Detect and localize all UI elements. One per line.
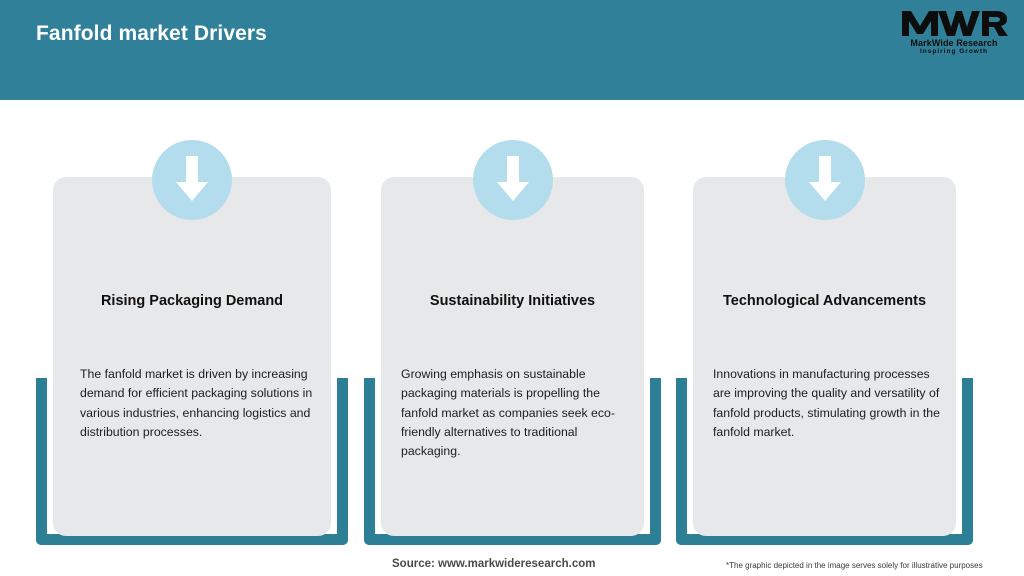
card-frame-bottom [36, 534, 348, 545]
driver-card-1: Rising Packaging Demand The fanfold mark… [36, 140, 348, 550]
card-frame-right [962, 378, 973, 545]
card-title: Rising Packaging Demand [100, 293, 284, 309]
logo-company-name: MarkWide Research [910, 38, 998, 48]
page-title: Fanfold market Drivers [36, 22, 267, 45]
card-frame-left [364, 378, 375, 545]
source-note: Source: www.markwideresearch.com [392, 558, 596, 570]
driver-card-3: Technological Advancements Innovations i… [676, 140, 973, 550]
card-frame-bottom [676, 534, 973, 545]
logo-tagline: Inspiring Growth [920, 48, 988, 55]
disclaimer-note: *The graphic depicted in the image serve… [726, 561, 983, 570]
card-description: Growing emphasis on sustainable packagin… [401, 367, 615, 459]
card-description: Innovations in manufacturing processes a… [713, 367, 940, 439]
card-frame-right [337, 378, 348, 545]
card-frame-bottom [364, 534, 661, 545]
card-description: The fanfold market is driven by increasi… [80, 367, 313, 439]
card-title: Sustainability Initiatives [429, 293, 596, 309]
card-body: Sustainability Initiatives Growing empha… [381, 177, 644, 536]
card-title: Technological Advancements [722, 293, 927, 309]
logo-mwr-icon [898, 9, 1010, 37]
card-body: Rising Packaging Demand The fanfold mark… [53, 177, 331, 536]
arrow-down-icon [152, 140, 232, 220]
arrow-down-icon [784, 140, 865, 220]
brand-logo: MarkWide Research Inspiring Growth [898, 9, 1010, 59]
header-bar [0, 0, 1024, 100]
card-body: Technological Advancements Innovations i… [693, 177, 956, 536]
driver-card-2: Sustainability Initiatives Growing empha… [364, 140, 661, 550]
card-frame-right [650, 378, 661, 545]
card-frame-left [676, 378, 687, 545]
arrow-down-icon [472, 140, 553, 220]
card-frame-left [36, 378, 47, 545]
